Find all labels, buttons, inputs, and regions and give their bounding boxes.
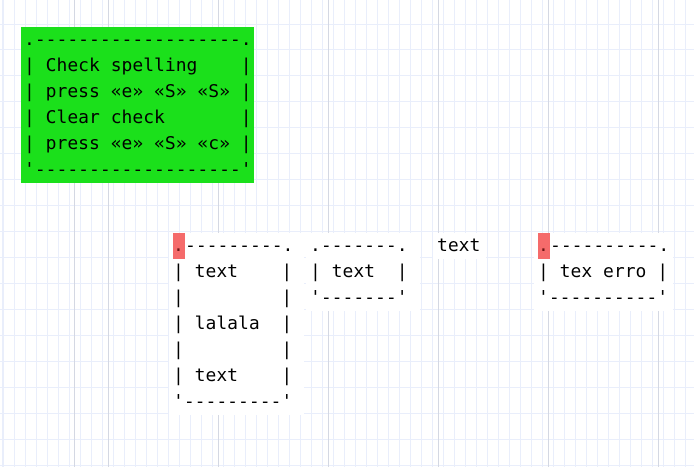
diagram-box-tex-erro-text: ----------. | tex erro | '----------': [538, 235, 670, 308]
diagram-box-lalala[interactable]: .---------. | text | | | | lalala | | | …: [169, 233, 305, 415]
diagram-label-text[interactable]: text: [433, 233, 487, 259]
diagram-box-text[interactable]: .-------. | text | '-------': [306, 233, 420, 311]
diagram-box-tex-erro[interactable]: .----------. | tex erro | '----------': [534, 233, 674, 311]
spell-error-marker: .: [173, 233, 185, 259]
spell-error-marker: .: [538, 233, 550, 259]
diagram-box-lalala-text: ---------. | text | | | | lalala | | | |…: [173, 235, 294, 412]
spellcheck-hint-tooltip: .-------------------. | Check spelling |…: [21, 27, 254, 183]
